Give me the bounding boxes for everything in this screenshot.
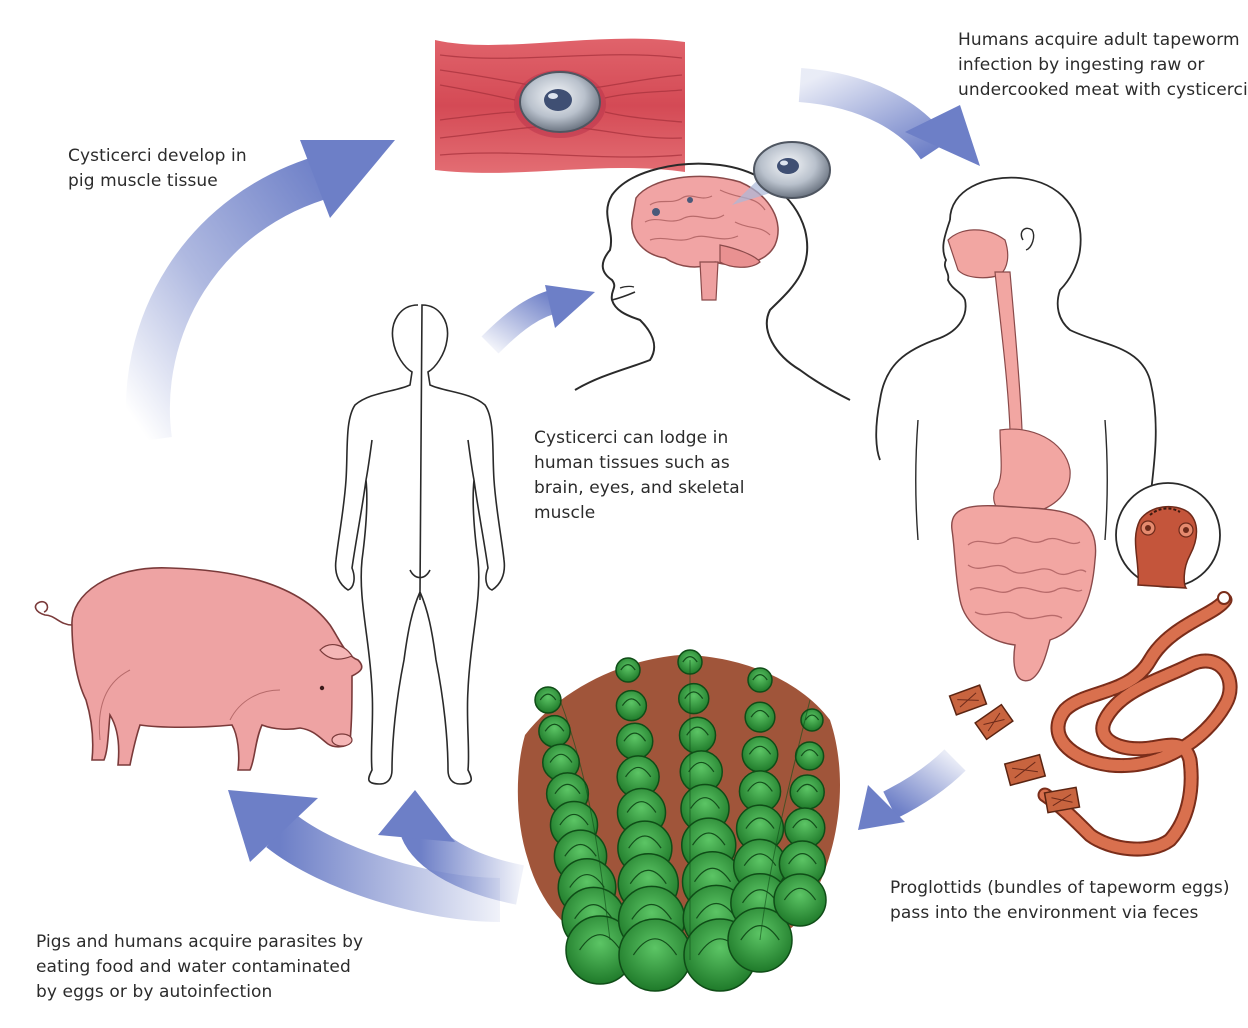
cabbage-leaf bbox=[574, 904, 613, 920]
cabbage-leaf bbox=[743, 853, 777, 867]
cabbage-leaf bbox=[544, 723, 565, 732]
caption-line: Pigs and humans acquire parasites by bbox=[36, 932, 364, 952]
pig-icon bbox=[34, 567, 363, 771]
cabbage-leaf bbox=[539, 693, 557, 701]
cabbage bbox=[678, 682, 710, 715]
cabbage bbox=[534, 686, 562, 714]
cabbage-leaf bbox=[792, 818, 818, 829]
cabbage-leaf bbox=[686, 726, 709, 736]
cabbage bbox=[773, 873, 827, 927]
digestive-human-icon bbox=[875, 176, 1157, 682]
cabbage bbox=[747, 667, 773, 693]
cabbage bbox=[794, 741, 825, 771]
caption-pigs-humans-acquire: Pigs and humans acquire parasites by eat… bbox=[36, 930, 363, 1005]
cabbage bbox=[538, 714, 571, 748]
caption-line: Cysticerci develop in bbox=[68, 146, 247, 166]
arrow-muscle-to-human bbox=[798, 68, 980, 166]
caption-proglottids: Proglottids (bundles of tapeworm eggs) p… bbox=[890, 876, 1230, 926]
cabbage bbox=[615, 689, 648, 722]
cabbage-leaf bbox=[579, 934, 621, 951]
cabbage bbox=[800, 708, 824, 732]
scolex-icon bbox=[1115, 482, 1221, 589]
caption-cysticerci-develop: Cysticerci develop in pig muscle tissue bbox=[68, 144, 247, 194]
cabbage-leaf bbox=[692, 832, 726, 846]
cabbage-leaf bbox=[623, 732, 647, 742]
cabbage-leaf bbox=[682, 656, 698, 663]
cabbage-leaf bbox=[554, 783, 581, 795]
caption-line: brain, eyes, and skeletal bbox=[534, 478, 745, 498]
cabbage-leaf bbox=[690, 797, 720, 809]
cabbage-leaf bbox=[626, 801, 657, 813]
caption-line: Humans acquire adult tapeworm bbox=[958, 30, 1240, 50]
cabbage bbox=[678, 716, 717, 754]
cabbage bbox=[744, 701, 776, 733]
cabbage-leaf bbox=[564, 843, 597, 857]
caption-line: Proglottids (bundles of tapeworm eggs) bbox=[890, 878, 1230, 898]
cabbage-leaf bbox=[549, 753, 573, 763]
caption-line: by eggs or by autoinfection bbox=[36, 982, 273, 1002]
caption-line: pig muscle tissue bbox=[68, 171, 218, 191]
cabbage-field-icon bbox=[517, 649, 840, 992]
cabbage bbox=[615, 657, 641, 683]
cabbage-leaf bbox=[631, 903, 672, 920]
cabbage-leaf bbox=[740, 925, 780, 941]
caption-humans-acquire-adult: Humans acquire adult tapeworm infection … bbox=[958, 28, 1248, 103]
cabbage-leaf bbox=[559, 813, 589, 826]
cabbage-leaf bbox=[804, 714, 820, 721]
cabbage-leaf bbox=[783, 887, 817, 901]
cabbage-leaf bbox=[632, 938, 678, 956]
caption-cysticerci-lodge: Cysticerci can lodge in human tissues su… bbox=[534, 426, 745, 526]
proglottid-segments bbox=[948, 684, 1081, 814]
cabbage-leaf bbox=[620, 664, 636, 671]
cabbage-leaf bbox=[747, 781, 773, 792]
caption-line: pass into the environment via feces bbox=[890, 903, 1199, 923]
arrow-field-to-human bbox=[378, 790, 525, 905]
cabbage-leaf bbox=[800, 749, 819, 757]
caption-line: undercooked meat with cysticerci bbox=[958, 80, 1248, 100]
arrow-body-to-brain bbox=[481, 285, 595, 354]
cabbage-leaf bbox=[745, 817, 775, 829]
cabbage-leaf bbox=[621, 698, 641, 706]
cabbage-leaf bbox=[796, 783, 818, 793]
cabbage-leaf bbox=[629, 869, 667, 885]
cabbage-leaf bbox=[684, 691, 704, 699]
caption-line: infection by ingesting raw or bbox=[958, 55, 1205, 75]
cabbage-leaf bbox=[750, 709, 770, 718]
cabbage-leaf bbox=[688, 761, 715, 773]
cabbage-leaf bbox=[569, 873, 605, 888]
caption-line: eating food and water contaminated bbox=[36, 957, 351, 977]
brain-head-icon bbox=[574, 141, 851, 401]
arrow-feces-to-field bbox=[858, 749, 966, 830]
muscle-cyst-icon bbox=[435, 38, 685, 173]
cabbage bbox=[789, 774, 825, 810]
cabbage-leaf bbox=[694, 867, 731, 883]
cabbage-leaf bbox=[788, 853, 817, 865]
caption-line: human tissues such as bbox=[534, 453, 730, 473]
arrow-pig-to-muscle bbox=[125, 140, 395, 443]
cabbage-leaf bbox=[628, 835, 662, 849]
cabbage bbox=[616, 722, 654, 760]
tapeworm-icon bbox=[948, 591, 1238, 857]
cabbage bbox=[741, 735, 779, 773]
human-figure-icon bbox=[334, 304, 506, 785]
caption-line: muscle bbox=[534, 503, 596, 523]
cabbage bbox=[618, 918, 692, 992]
cabbage-leaf bbox=[625, 766, 652, 778]
arrow-field-to-pig bbox=[228, 790, 501, 922]
caption-line: Cysticerci can lodge in bbox=[534, 428, 729, 448]
cabbage-leaf bbox=[748, 745, 772, 755]
cabbage-leaf bbox=[752, 674, 768, 681]
